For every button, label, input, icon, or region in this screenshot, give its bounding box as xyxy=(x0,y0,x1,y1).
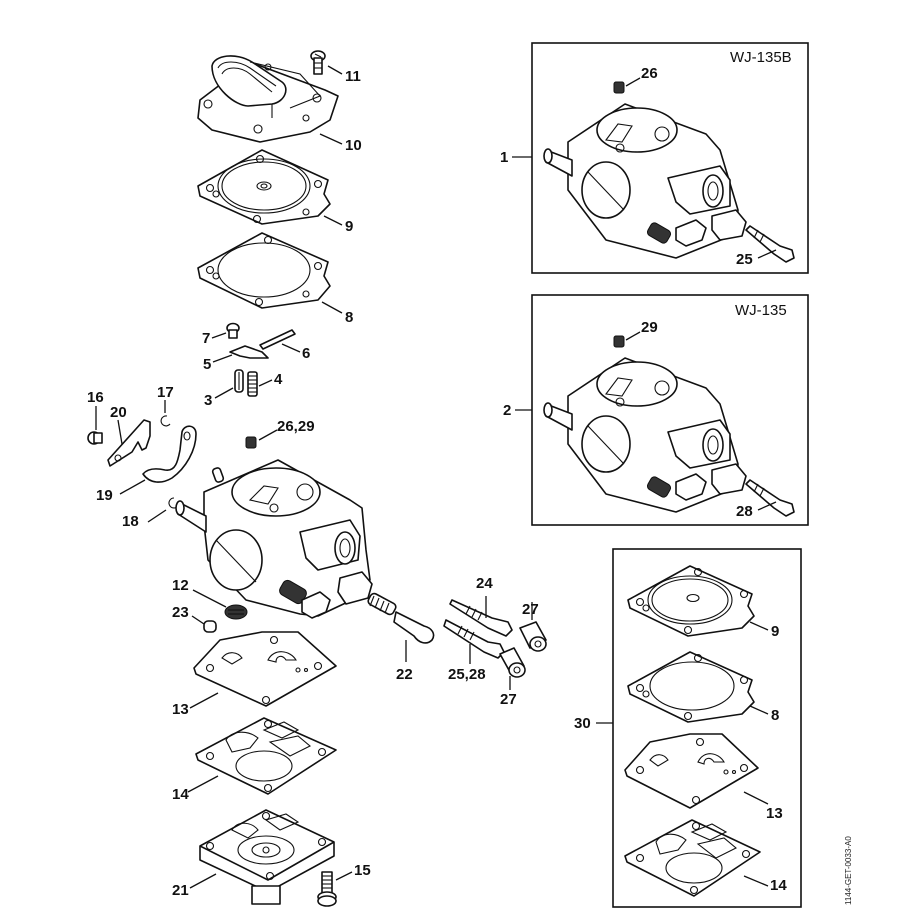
callout-20: 20 xyxy=(110,404,127,421)
callout-2: 2 xyxy=(503,402,511,419)
callout-26-29: 26,29 xyxy=(277,418,315,435)
callout-25: 25 xyxy=(736,251,753,268)
part-17-e-clip[interactable] xyxy=(160,415,171,427)
carburetor-body-main[interactable] xyxy=(175,459,373,619)
callout-25-28: 25,28 xyxy=(448,666,486,683)
kit-metering-diaphragm[interactable] xyxy=(627,565,755,637)
callout-15: 15 xyxy=(354,862,371,879)
callout-11: 11 xyxy=(345,68,361,85)
callout-kit-9: 9 xyxy=(771,623,779,640)
kit-gasket-14[interactable] xyxy=(624,819,761,897)
callout-7: 7 xyxy=(202,330,210,347)
plug-26[interactable] xyxy=(613,81,625,94)
part-13-pump-diaphragm[interactable] xyxy=(193,631,337,707)
callout-17: 17 xyxy=(157,384,174,401)
kit-gasket-8[interactable] xyxy=(627,651,755,723)
part-3-inlet-needle[interactable] xyxy=(234,369,244,393)
callout-23: 23 xyxy=(172,604,189,621)
callout-28: 28 xyxy=(736,503,753,520)
callout-19: 19 xyxy=(96,487,113,504)
plug-29[interactable] xyxy=(613,335,625,348)
callout-kit-8: 8 xyxy=(771,707,779,724)
callout-10: 10 xyxy=(345,137,362,154)
part-6-spindle[interactable] xyxy=(259,329,296,350)
part-14-gasket[interactable] xyxy=(195,717,337,795)
callout-30: 30 xyxy=(574,715,591,732)
callout-kit-13: 13 xyxy=(766,805,783,822)
part-20-plate[interactable] xyxy=(107,419,151,467)
box-gasket-set xyxy=(612,548,802,908)
callout-12: 12 xyxy=(172,577,189,594)
part-4-spring[interactable] xyxy=(247,371,258,397)
callout-13: 13 xyxy=(172,701,189,718)
callout-8: 8 xyxy=(345,309,353,326)
part-11-screw[interactable] xyxy=(310,50,326,75)
callout-3: 3 xyxy=(204,392,212,409)
part-23-plug[interactable] xyxy=(203,620,217,633)
callout-24: 24 xyxy=(476,575,493,592)
callout-26: 26 xyxy=(641,65,658,82)
part-27-limiter-cap-a[interactable] xyxy=(519,621,547,652)
adjusting-screw-25[interactable] xyxy=(745,225,795,263)
callout-1: 1 xyxy=(500,149,508,166)
box-title-wj-135: WJ-135 xyxy=(735,302,787,319)
callout-kit-14: 14 xyxy=(770,877,787,894)
callout-16: 16 xyxy=(87,389,104,406)
box-title-wj-135b: WJ-135B xyxy=(730,49,792,66)
carburetor-wj-135[interactable] xyxy=(543,357,747,513)
callout-5: 5 xyxy=(203,356,211,373)
image-code: 1144-GET-0033-A0 xyxy=(844,836,853,905)
callout-22: 22 xyxy=(396,666,413,683)
part-26-29-plug[interactable] xyxy=(245,436,257,449)
part-7-screw[interactable] xyxy=(226,322,240,339)
part-9-metering-diaphragm[interactable] xyxy=(197,149,331,225)
part-8-gasket[interactable] xyxy=(197,232,331,309)
kit-pump-diaphragm-13[interactable] xyxy=(624,733,759,809)
adjusting-screw-28[interactable] xyxy=(745,479,795,517)
part-21-pump-cover[interactable] xyxy=(199,809,335,905)
callout-9: 9 xyxy=(345,218,353,235)
part-16-screw[interactable] xyxy=(87,431,103,445)
part-22-idle-speed-screw[interactable] xyxy=(367,592,435,644)
callout-27a: 27 xyxy=(522,601,539,618)
callout-6: 6 xyxy=(302,345,310,362)
callout-21: 21 xyxy=(172,882,189,899)
box-wj-135b xyxy=(531,42,809,274)
part-5-inlet-control-lever[interactable] xyxy=(229,345,269,359)
part-15-screw[interactable] xyxy=(317,871,337,907)
part-10-end-cover[interactable] xyxy=(197,55,339,143)
part-24-adjusting-screw[interactable] xyxy=(449,599,513,637)
part-19-lever[interactable] xyxy=(142,425,197,483)
carburetor-wj-135b[interactable] xyxy=(543,103,747,259)
part-27-limiter-cap-b[interactable] xyxy=(499,647,526,678)
callout-29: 29 xyxy=(641,319,658,336)
callout-14: 14 xyxy=(172,786,189,803)
callout-18: 18 xyxy=(122,513,139,530)
part-12-strainer[interactable] xyxy=(224,604,248,620)
callout-27b: 27 xyxy=(500,691,517,708)
callout-4: 4 xyxy=(274,371,283,388)
